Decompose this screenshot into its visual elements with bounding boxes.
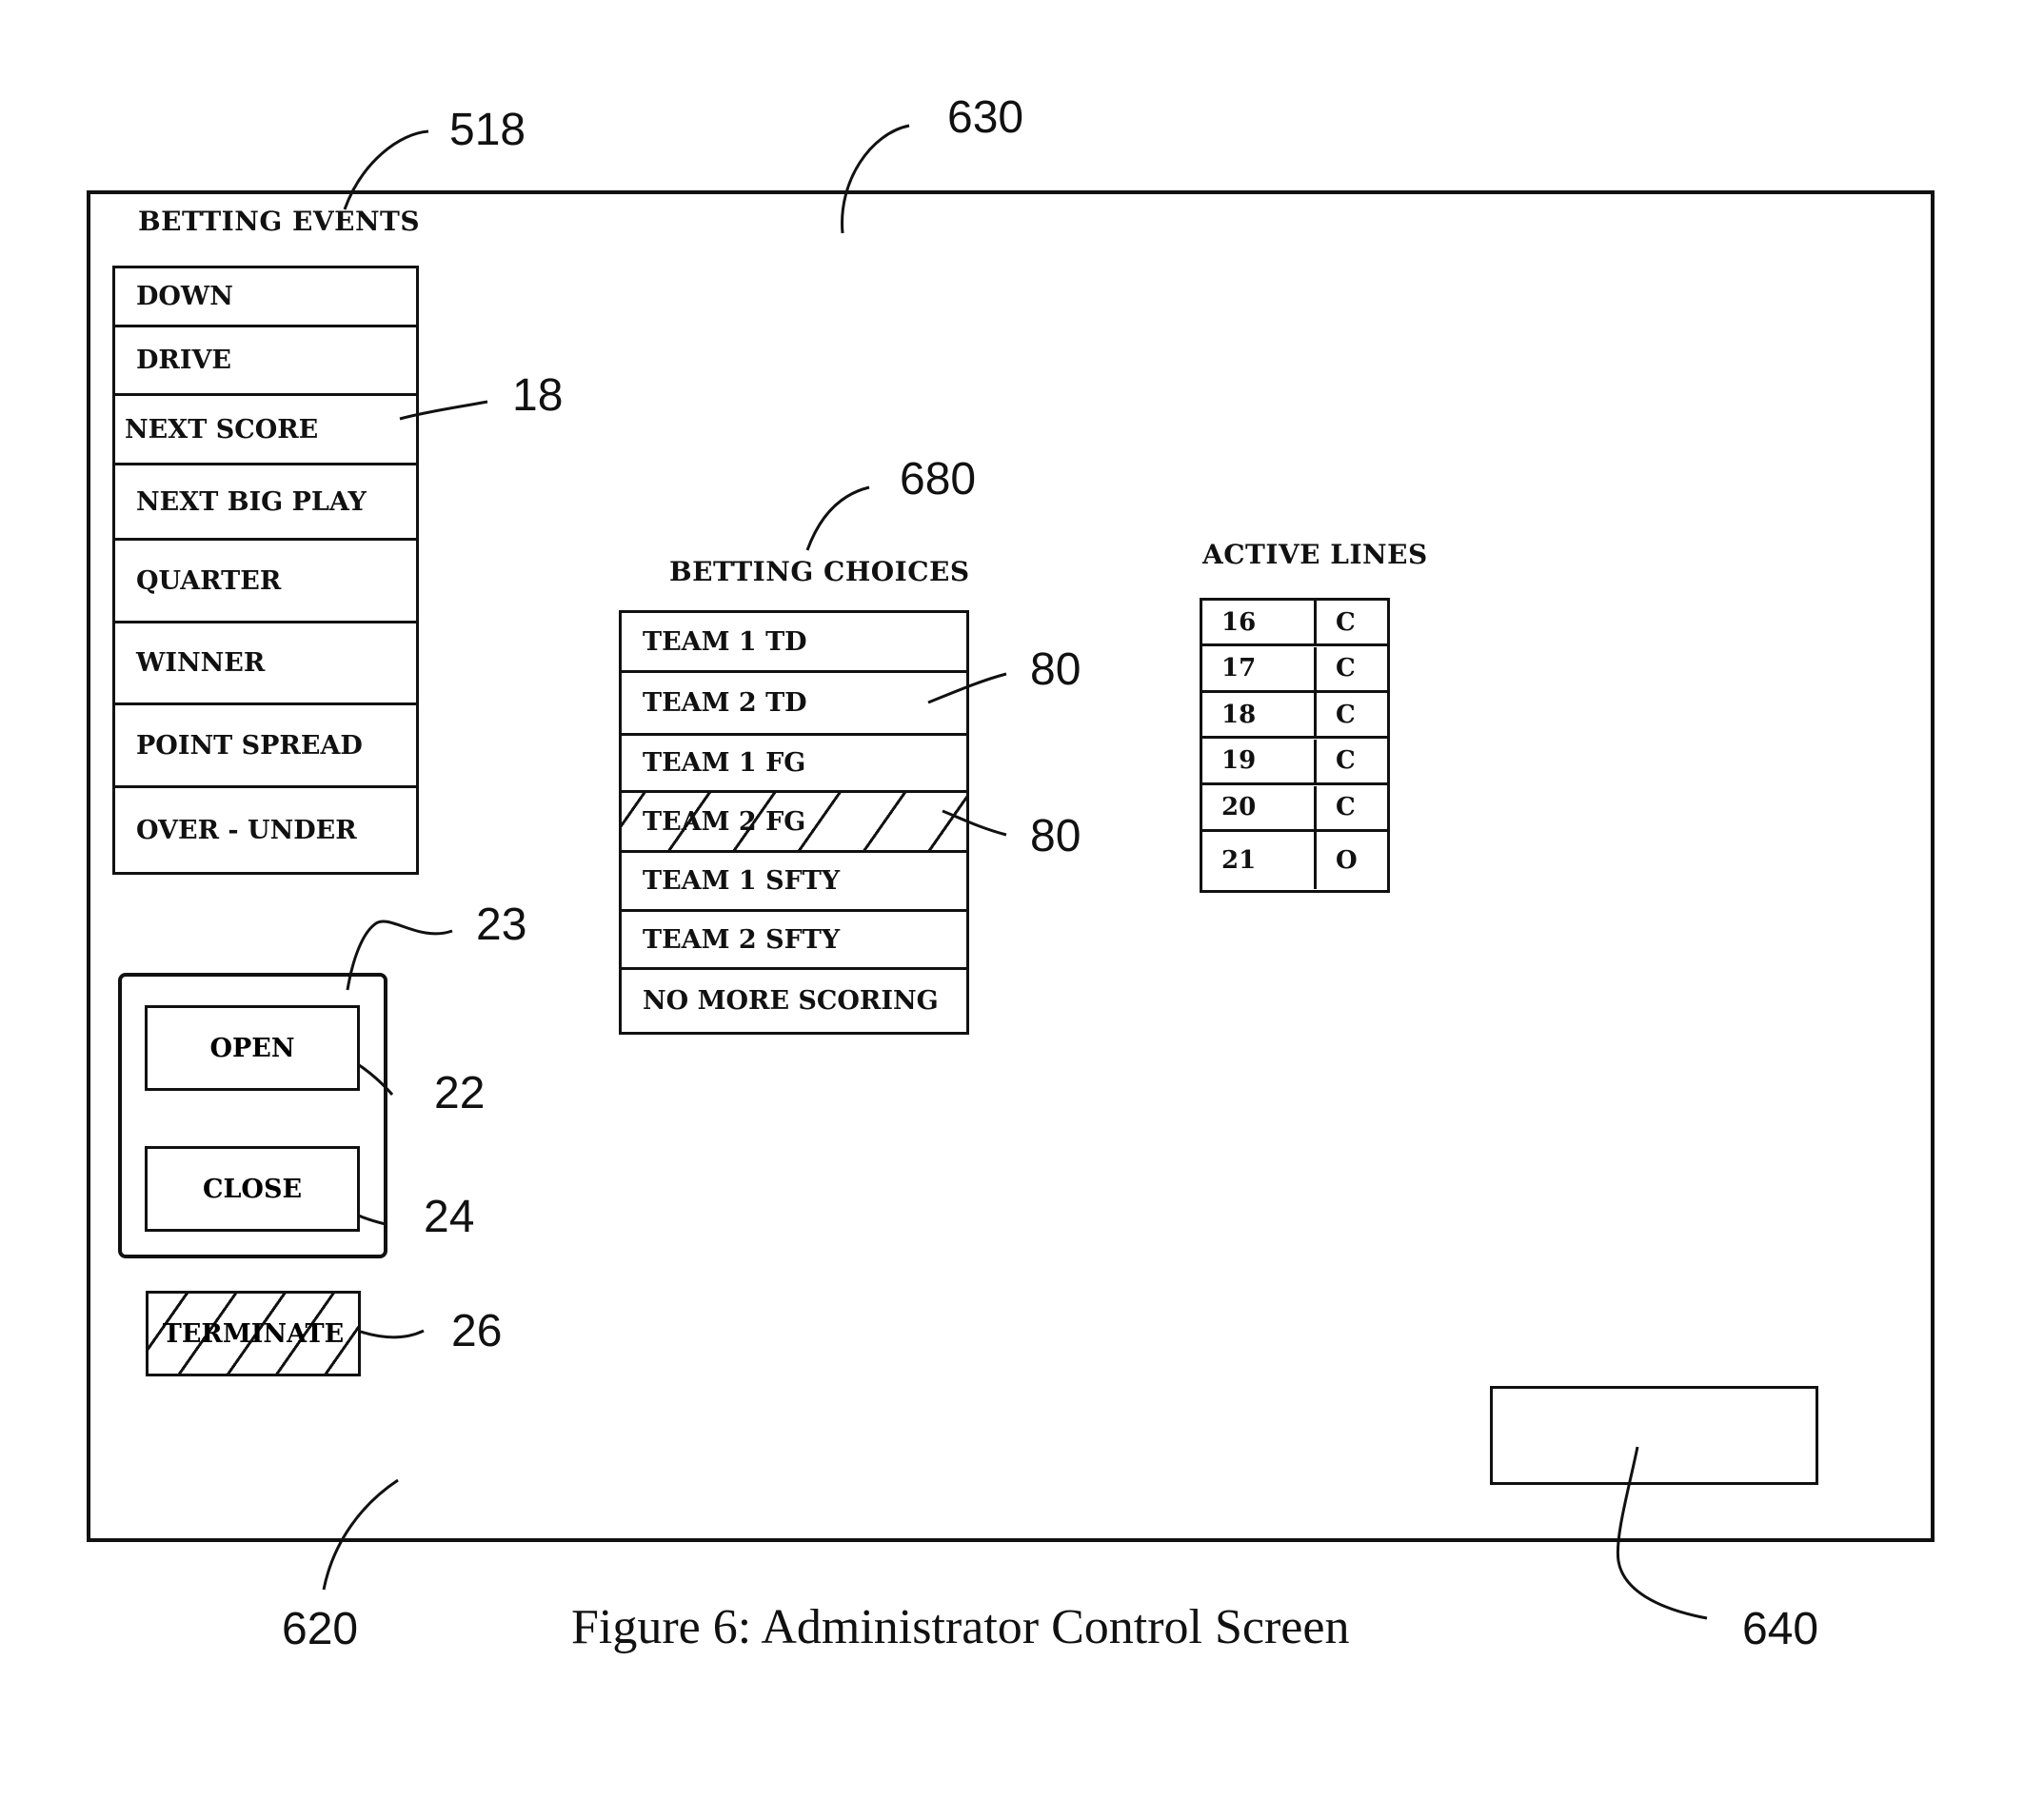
close-button[interactable]: CLOSE — [145, 1146, 360, 1232]
betting-choice-no-more-scoring[interactable]: NO MORE SCORING — [622, 970, 966, 1032]
active-line-number: 21 — [1202, 832, 1317, 889]
ref-620: 620 — [282, 1607, 358, 1652]
figure-caption: Figure 6: Administrator Control Screen — [571, 1599, 1349, 1655]
betting-events-list: DOWN DRIVE NEXT SCORE NEXT BIG PLAY QUAR… — [112, 266, 419, 875]
active-line-number: 16 — [1202, 601, 1317, 646]
active-lines-heading: ACTIVE LINES — [1202, 539, 1428, 570]
betting-choice-team2-sfty[interactable]: TEAM 2 SFTY — [622, 912, 966, 970]
betting-choice-team1-sfty[interactable]: TEAM 1 SFTY — [622, 853, 966, 912]
betting-event-next-score[interactable]: NEXT SCORE — [115, 396, 416, 465]
status-display-box — [1490, 1386, 1818, 1485]
administrator-control-screen: BETTING EVENTS DOWN DRIVE NEXT SCORE NEX… — [87, 190, 1935, 1542]
betting-choice-team1-td[interactable]: TEAM 1 TD — [622, 613, 966, 673]
active-line-status[interactable]: O — [1317, 832, 1387, 889]
active-line-status[interactable]: C — [1317, 693, 1387, 739]
active-line-status[interactable]: C — [1317, 740, 1387, 785]
betting-event-winner[interactable]: WINNER — [115, 623, 416, 705]
active-line-number: 18 — [1202, 693, 1317, 739]
betting-event-down[interactable]: DOWN — [115, 268, 416, 327]
next-score-selected-label: NEXT SCORE — [125, 415, 318, 445]
active-line-number: 20 — [1202, 786, 1317, 832]
betting-events-heading: BETTING EVENTS — [138, 206, 420, 237]
betting-choice-team2-fg[interactable]: TEAM 2 FG — [622, 793, 966, 853]
terminate-button[interactable]: TERMINATE — [146, 1291, 361, 1376]
betting-choices-list: TEAM 1 TD TEAM 2 TD TEAM 1 FG TEAM 2 FG … — [619, 610, 969, 1035]
active-line-number: 19 — [1202, 740, 1317, 785]
betting-event-next-big-play[interactable]: NEXT BIG PLAY — [115, 465, 416, 541]
open-button[interactable]: OPEN — [145, 1005, 360, 1091]
active-lines-table: 16 C 17 C 18 C 19 C 20 C 21 O — [1200, 598, 1390, 893]
betting-event-point-spread[interactable]: POINT SPREAD — [115, 705, 416, 788]
betting-choices-heading: BETTING CHOICES — [669, 556, 970, 587]
ref-640: 640 — [1742, 1607, 1818, 1652]
betting-choice-team2-td[interactable]: TEAM 2 TD — [622, 673, 966, 736]
betting-choice-team1-fg[interactable]: TEAM 1 FG — [622, 736, 966, 793]
ref-518: 518 — [449, 108, 526, 153]
ref-630: 630 — [947, 95, 1023, 141]
active-line-status[interactable]: C — [1317, 647, 1387, 693]
active-line-status[interactable]: C — [1317, 786, 1387, 832]
active-line-status[interactable]: C — [1317, 601, 1387, 646]
betting-event-quarter[interactable]: QUARTER — [115, 541, 416, 623]
betting-event-over-under[interactable]: OVER - UNDER — [115, 788, 416, 872]
active-line-number: 17 — [1202, 647, 1317, 693]
betting-event-drive[interactable]: DRIVE — [115, 327, 416, 396]
